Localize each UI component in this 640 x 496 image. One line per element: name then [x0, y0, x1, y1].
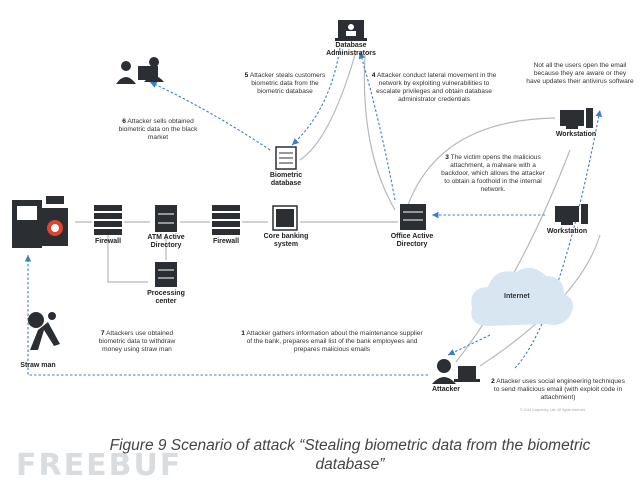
internet-label: Internet — [504, 293, 530, 300]
step-number: 2 — [491, 378, 495, 385]
step-description: Attackers use obtained biometric data to… — [98, 330, 176, 353]
step-number: 5 — [244, 72, 249, 79]
step-description: Attacker conduct lateral movement in the… — [376, 72, 497, 103]
step-number: 7 — [100, 330, 105, 337]
server-icon — [155, 205, 177, 232]
firewall-icon — [212, 205, 240, 235]
firewall-mid-label: Firewall — [212, 238, 240, 245]
attack-arrows — [24, 47, 603, 376]
step-6-text: 6 Attacker sells obtained biometric data… — [112, 118, 204, 142]
firewall-left-label: Firewall — [94, 238, 122, 245]
buyers-icon — [116, 57, 164, 84]
step-3-text: 3 The victim opens the malicious attachm… — [438, 154, 548, 194]
server-icon — [272, 205, 298, 231]
watermark-logo: FREEBUF — [16, 448, 183, 483]
copyright-note: © 2016 Kaspersky Lab. All rights reserve… — [520, 408, 587, 412]
step-number: 3 — [445, 154, 449, 161]
firewall-icon — [94, 205, 122, 235]
workstation-top-label: Workstation — [555, 131, 597, 138]
server-icon — [400, 204, 426, 230]
db-admins-label: Database Administrators — [326, 42, 376, 58]
internet-cloud — [471, 267, 573, 326]
step-description: Attacker sells obtained biometric data o… — [118, 118, 198, 141]
admin-icon — [335, 20, 367, 41]
attacker-label: Attacker — [431, 386, 460, 393]
step-4-text: 4 Attacker conduct lateral movement in t… — [368, 72, 500, 104]
biometric-db-label: Biometric database — [269, 172, 303, 188]
atm-ad-label: ATM Active Directory — [147, 234, 185, 250]
processing-label: Processing center — [147, 290, 185, 306]
step-description: Attacker steals customers biometric data… — [249, 72, 326, 95]
step-5-text: 5 Attacker steals customers biometric da… — [238, 72, 332, 96]
straw-man-label: Straw man — [20, 362, 56, 369]
step-description: Attacker uses social engineering techniq… — [493, 378, 625, 401]
step-number: 4 — [371, 72, 376, 79]
note-text: Not all the users open the email because… — [526, 62, 634, 85]
step-description: Attacker gathers information about the m… — [246, 330, 423, 353]
network-lines — [75, 54, 601, 367]
workstation-icon — [555, 204, 588, 225]
step-7-text: 7 Attackers use obtained biometric data … — [88, 330, 186, 354]
workstation-icon — [560, 108, 593, 129]
step-1-text: 1 Attacker gathers information about the… — [240, 330, 424, 354]
server-icon — [155, 262, 177, 287]
core-banking-label: Core banking system — [263, 233, 309, 249]
attacker-icon — [432, 359, 480, 384]
straw-man-icon — [28, 312, 60, 350]
workstation-mid-label: Workstation — [546, 228, 588, 235]
step-number: 1 — [241, 330, 245, 337]
database-icon — [275, 146, 297, 170]
atm-icon — [12, 196, 68, 248]
figure-caption: Figure 9 Scenario of attack “Stealing bi… — [109, 437, 591, 473]
office-ad-label: Office Active Directory — [390, 233, 434, 249]
step-description: The victim opens the malicious attachmen… — [441, 154, 545, 193]
step-number: 6 — [122, 118, 126, 125]
step-2-text: 2 Attacker uses social engineering techn… — [490, 378, 626, 402]
